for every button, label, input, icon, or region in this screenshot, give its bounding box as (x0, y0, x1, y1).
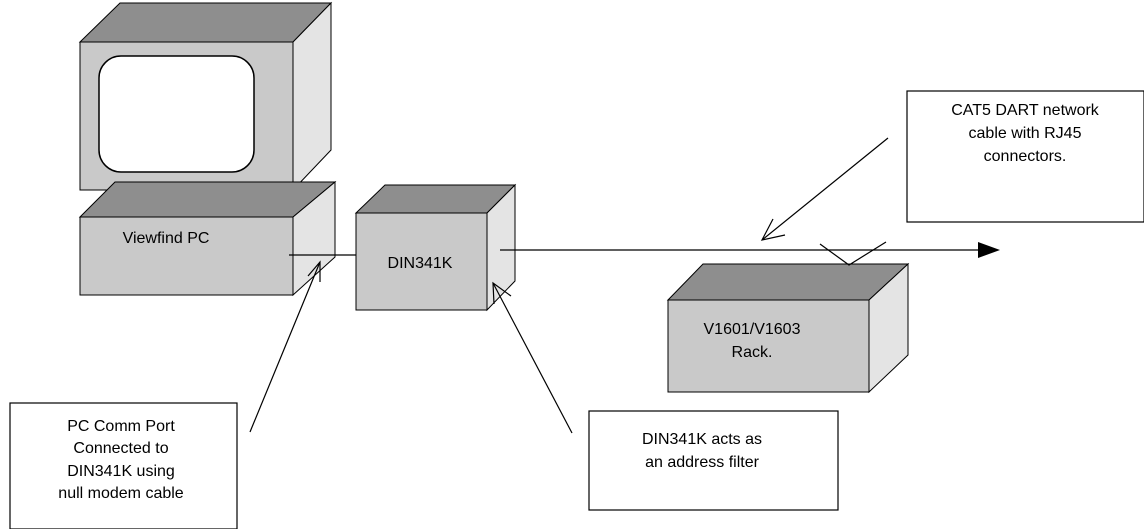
rack-front-face (667, 299, 870, 393)
cat5-callout-line3: connectors. (984, 148, 1067, 165)
cat5-pointer-arrowhead-icon (760, 218, 786, 241)
comm-pointer-arrow (249, 261, 321, 433)
cat5-callout-box (906, 90, 1144, 223)
filter-callout-line1: DIN341K acts as (642, 431, 762, 448)
din341k-box: DIN341K (354, 183, 517, 312)
filter-pointer-arrow (492, 282, 573, 434)
din-front-face (355, 212, 488, 311)
comm-callout-line4: null modem cable (58, 485, 184, 502)
pc-front-face (79, 216, 294, 296)
monitor-icon (78, 1, 333, 192)
comm-pointer-arrowhead-icon (307, 260, 321, 282)
monitor-screen (98, 55, 255, 173)
cat5-callout-line1: CAT5 DART network (951, 102, 1100, 119)
address-filter-callout: DIN341K acts as an address filter (588, 410, 839, 511)
pc-base-unit: Viewfind PC (78, 180, 337, 297)
monitor-top-face (78, 2, 333, 43)
rack-label-line1: V1601/V1603 (704, 321, 801, 338)
comm-callout-line1: PC Comm Port (67, 418, 175, 435)
filter-callout-line2: an address filter (645, 454, 760, 471)
filter-callout-box (588, 410, 839, 511)
pc-label: Viewfind PC (123, 230, 210, 247)
cat5-callout-line2: cable with RJ45 (969, 125, 1082, 142)
connections (289, 241, 980, 266)
rack-drop-cable (819, 241, 887, 266)
callout-arrows (249, 137, 889, 434)
cat5-pointer-arrow (761, 137, 889, 241)
comm-callout-line3: DIN341K using (67, 463, 175, 480)
pc-top-face (78, 181, 337, 218)
filter-pointer-arrowhead-icon (492, 281, 512, 305)
cat5-callout: CAT5 DART network cable with RJ45 connec… (906, 90, 1144, 223)
comm-callout-box (9, 402, 238, 529)
rack-top-face (666, 263, 910, 301)
comm-port-callout: PC Comm Port Connected to DIN341K using … (9, 402, 238, 529)
din-label: DIN341K (388, 255, 453, 272)
rack-label-line2: Rack. (732, 344, 773, 361)
comm-callout-line2: Connected to (73, 440, 168, 457)
network-arrowhead-icon (978, 242, 1000, 258)
rack-box: V1601/V1603 Rack. (666, 262, 910, 394)
